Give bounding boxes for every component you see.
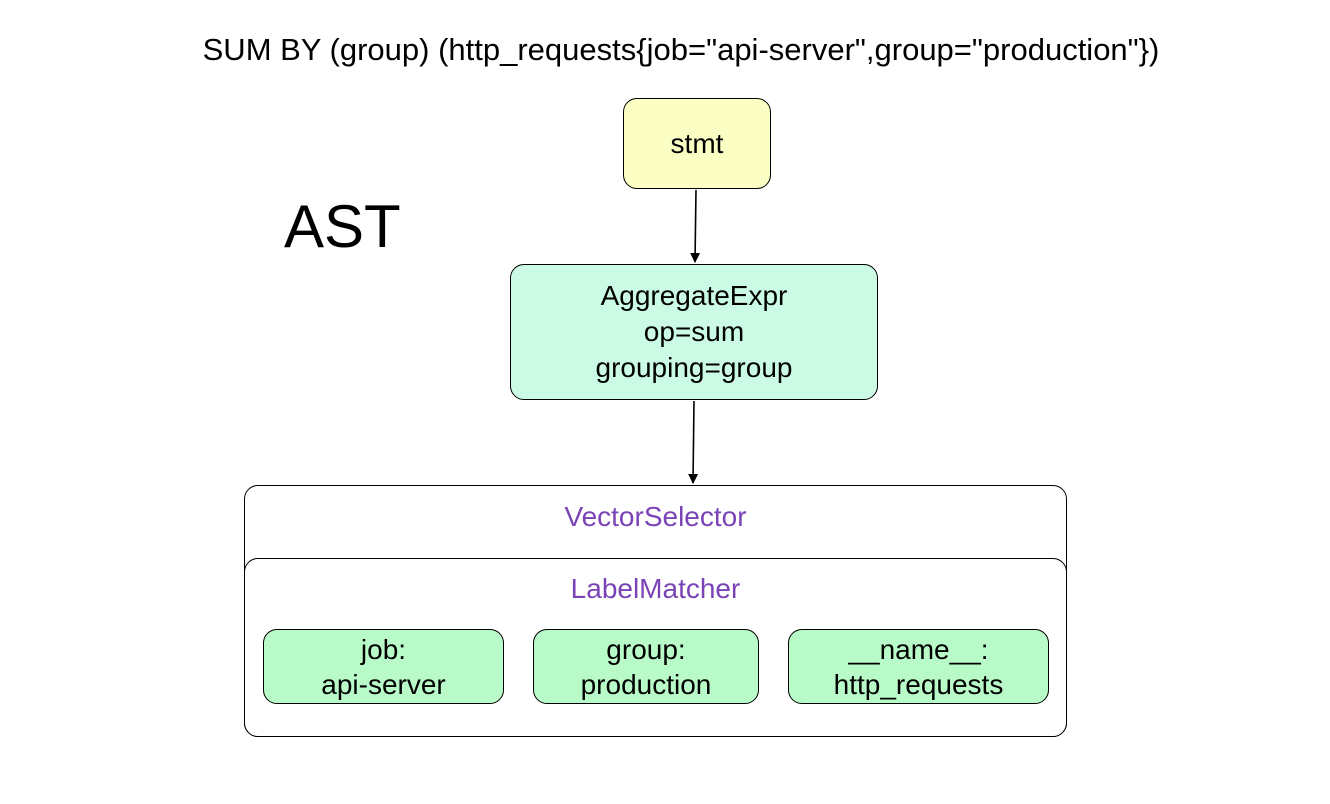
- matcher-job-value: api-server: [321, 668, 446, 700]
- matcher-name-value: http_requests: [833, 668, 1004, 700]
- aggregate-expr-grouping: grouping=group: [595, 352, 793, 383]
- aggregate-expr-node: AggregateExpr op=sum grouping=group: [510, 264, 878, 400]
- vector-selector-title: VectorSelector: [564, 501, 747, 532]
- stmt-node-label: stmt: [670, 127, 724, 159]
- edge-aggregate-to-vector-selector: [688, 400, 699, 484]
- matcher-job: job: api-server: [263, 629, 504, 704]
- label-matcher-title: LabelMatcher: [570, 573, 741, 604]
- matcher-group-value: production: [580, 668, 712, 700]
- edge-stmt-to-aggregate: [690, 189, 701, 263]
- query-title: SUM BY (group) (http_requests{job="api-s…: [202, 32, 1160, 67]
- matcher-job-key: job:: [360, 633, 407, 665]
- stmt-node: stmt: [623, 98, 771, 189]
- matcher-name-key: __name__:: [848, 633, 989, 665]
- aggregate-expr-op: op=sum: [643, 316, 745, 347]
- matcher-name: __name__: http_requests: [788, 629, 1049, 704]
- matcher-group: group: production: [533, 629, 759, 704]
- aggregate-expr-name: AggregateExpr: [600, 280, 788, 311]
- matcher-group-key: group:: [606, 633, 686, 665]
- ast-heading: AST: [284, 193, 401, 260]
